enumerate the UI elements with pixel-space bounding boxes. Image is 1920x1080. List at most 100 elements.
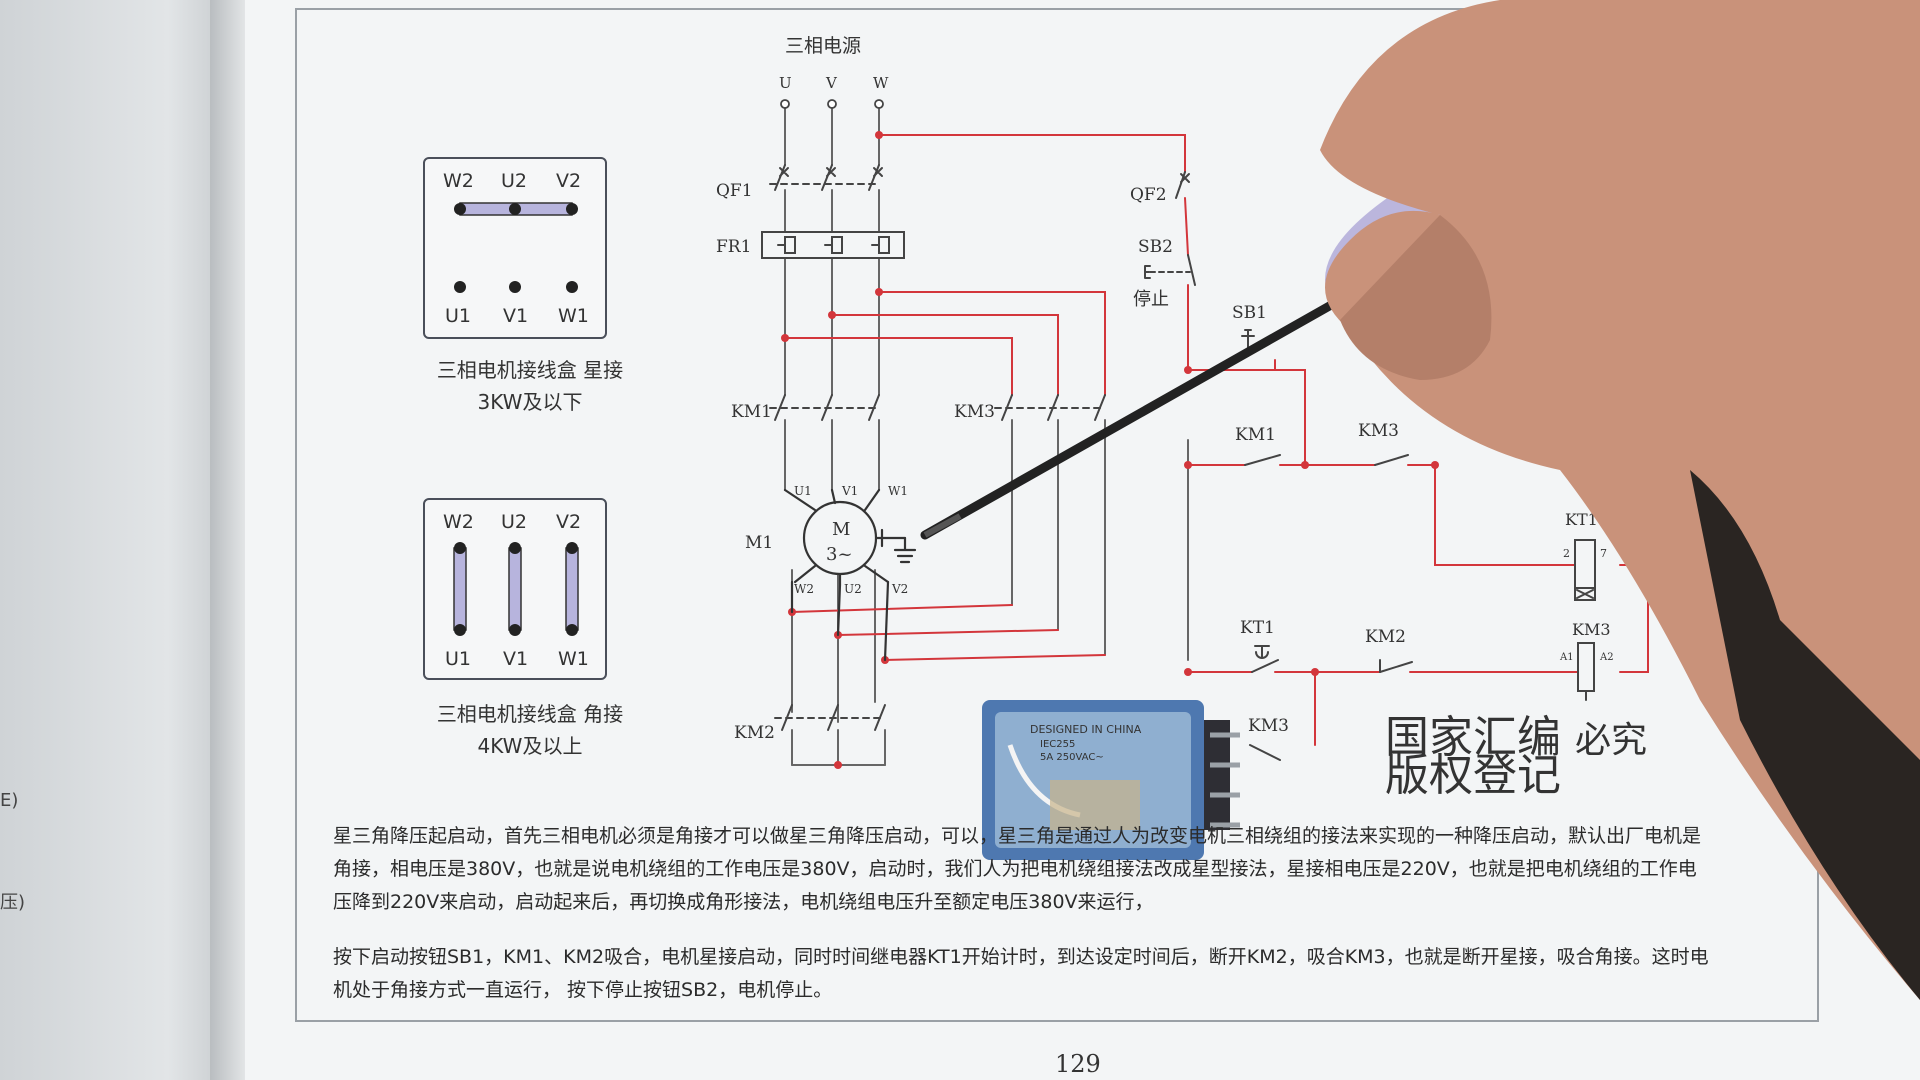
terminal-dot — [509, 542, 521, 554]
m1-label: M1 — [745, 533, 773, 553]
km2-aux-label: KM2 — [1365, 627, 1406, 647]
kt1-coil-label: KT1 — [1565, 510, 1598, 529]
terminal-dot — [509, 203, 521, 215]
km3-label: KM3 — [954, 402, 995, 422]
km1-label: KM1 — [731, 402, 772, 422]
phase-label: V — [825, 74, 838, 92]
supply-terminals — [780, 99, 884, 109]
km3-aux-label: KM3 — [1358, 421, 1399, 441]
terminal-label: W2 — [443, 170, 474, 192]
explanation-text: 星三角降压起启动，首先三相电机必须是角接才可以做星三角降压启动，可以，星三角是通… — [333, 820, 1713, 1029]
terminal-label: U2 — [501, 170, 527, 192]
watermark-line3: 必究 — [1575, 720, 1647, 761]
delta-caption-line2: 4KW及以上 — [477, 734, 583, 758]
km3-contacts — [994, 394, 1106, 421]
phase-label: W — [873, 74, 889, 92]
stop-label: 停止 — [1133, 289, 1169, 310]
node-dots — [781, 131, 1439, 769]
terminal-label: V2 — [556, 511, 581, 533]
km3-aux-contact — [1374, 454, 1409, 466]
phase-label: U — [779, 74, 792, 92]
winding-label: V2 — [891, 582, 908, 596]
left-page-fragment: 压) — [0, 892, 26, 913]
km3-coil-label: KM3 — [1572, 620, 1611, 639]
km2-label: KM2 — [734, 723, 775, 743]
qf2-label: QF2 — [1130, 185, 1167, 205]
km2-contacts — [774, 704, 886, 731]
kt1-contact-label: KT1 — [1240, 618, 1275, 638]
terminal-dot — [509, 281, 521, 293]
terminal-dot — [566, 624, 578, 636]
fr1-label: FR1 — [716, 237, 751, 257]
sb1-start-button — [1241, 329, 1255, 357]
sb1-label: SB1 — [1232, 303, 1267, 323]
pin-label: A2 — [1599, 652, 1614, 663]
explanation-paragraph-2: 按下启动按钮SB1，KM1、KM2吸合，电机星接启动，同时时间继电器KT1开始计… — [333, 946, 1709, 1001]
supply-wires — [784, 103, 1189, 766]
km1-contacts — [769, 394, 881, 421]
star-caption: 三相电机接线盒 星接 3KW及以下 — [400, 354, 660, 418]
star-caption-line1: 三相电机接线盒 星接 — [436, 358, 624, 382]
terminal-label: V1 — [503, 305, 528, 327]
red-wires — [784, 134, 1649, 746]
winding-label: U1 — [794, 484, 812, 498]
star-caption-line2: 3KW及以下 — [477, 390, 583, 414]
terminal-dot — [566, 542, 578, 554]
terminal-label: V1 — [503, 648, 528, 670]
terminal-dot — [454, 542, 466, 554]
winding-label: V1 — [841, 484, 858, 498]
diagram-title: 三相电源 — [785, 35, 861, 57]
terminal-label: W2 — [443, 511, 474, 533]
km1-aux-label: KM1 — [1235, 425, 1276, 445]
winding-label: U2 — [844, 582, 862, 596]
relay-photo: DESIGNED IN CHINA IEC255 5A 250VAC~ — [982, 700, 1240, 860]
qf1-breaker — [769, 164, 883, 191]
delta-terminal-box-svg: W2 U2 V2 U1 V1 W1 — [443, 511, 589, 670]
terminal-label: U2 — [501, 511, 527, 533]
left-page: E) 压) — [0, 0, 240, 1080]
motor-m-label: M — [832, 519, 850, 540]
motor-phase-label: 3~ — [826, 544, 853, 565]
hand-with-screwdriver — [920, 0, 1920, 1000]
terminal-label: W1 — [558, 305, 589, 327]
page-number: 129 — [1055, 1050, 1101, 1078]
terminal-dot — [566, 281, 578, 293]
winding-label: W1 — [888, 484, 908, 498]
pin-label: 7 — [1600, 547, 1607, 560]
sb2-label: SB2 — [1138, 237, 1173, 257]
qf2-breaker — [1175, 171, 1190, 199]
delta-caption-line1: 三相电机接线盒 角接 — [436, 702, 624, 726]
delta-caption: 三相电机接线盒 角接 4KW及以上 — [400, 698, 660, 762]
terminal-dot — [566, 203, 578, 215]
fr1-overload — [761, 231, 905, 259]
terminal-dot — [454, 624, 466, 636]
relay-text: 5A 250VAC~ — [1040, 752, 1104, 763]
terminal-dot — [454, 203, 466, 215]
delta-terminal-box: W2 U2 V2 U1 V1 W1 — [423, 498, 607, 680]
terminal-label: U1 — [445, 305, 471, 327]
terminal-label: U1 — [445, 648, 471, 670]
motor-m1 — [783, 488, 917, 662]
km3-coil — [1577, 642, 1595, 701]
qf1-label: QF1 — [716, 181, 753, 201]
pin-label: A1 — [1559, 652, 1574, 663]
terminal-dot — [454, 281, 466, 293]
km2-aux-contact — [1379, 659, 1413, 673]
terminal-label: V2 — [556, 170, 581, 192]
left-page-fragment: E) — [0, 790, 19, 811]
relay-text: IEC255 — [1040, 739, 1075, 750]
relay-text: DESIGNED IN CHINA — [1030, 723, 1142, 736]
winding-label: W2 — [794, 582, 814, 596]
kt1-timed-contact — [1251, 645, 1279, 673]
km3-aux-contact-2 — [1249, 744, 1281, 761]
star-terminal-box-svg: W2 U2 V2 U1 V1 W1 — [443, 170, 589, 327]
sb2-stop-button — [1144, 254, 1196, 286]
kt1-coil — [1574, 539, 1596, 601]
pin-label: 2 — [1563, 547, 1570, 560]
explanation-paragraph-1: 星三角降压起启动，首先三相电机必须是角接才可以做星三角降压启动，可以，星三角是通… — [333, 825, 1702, 913]
terminal-dot — [509, 624, 521, 636]
watermark-line2: 版权登记 — [1385, 750, 1561, 801]
km1-aux-contact — [1244, 454, 1281, 466]
watermark-line1: 国家汇编 — [1385, 712, 1561, 763]
